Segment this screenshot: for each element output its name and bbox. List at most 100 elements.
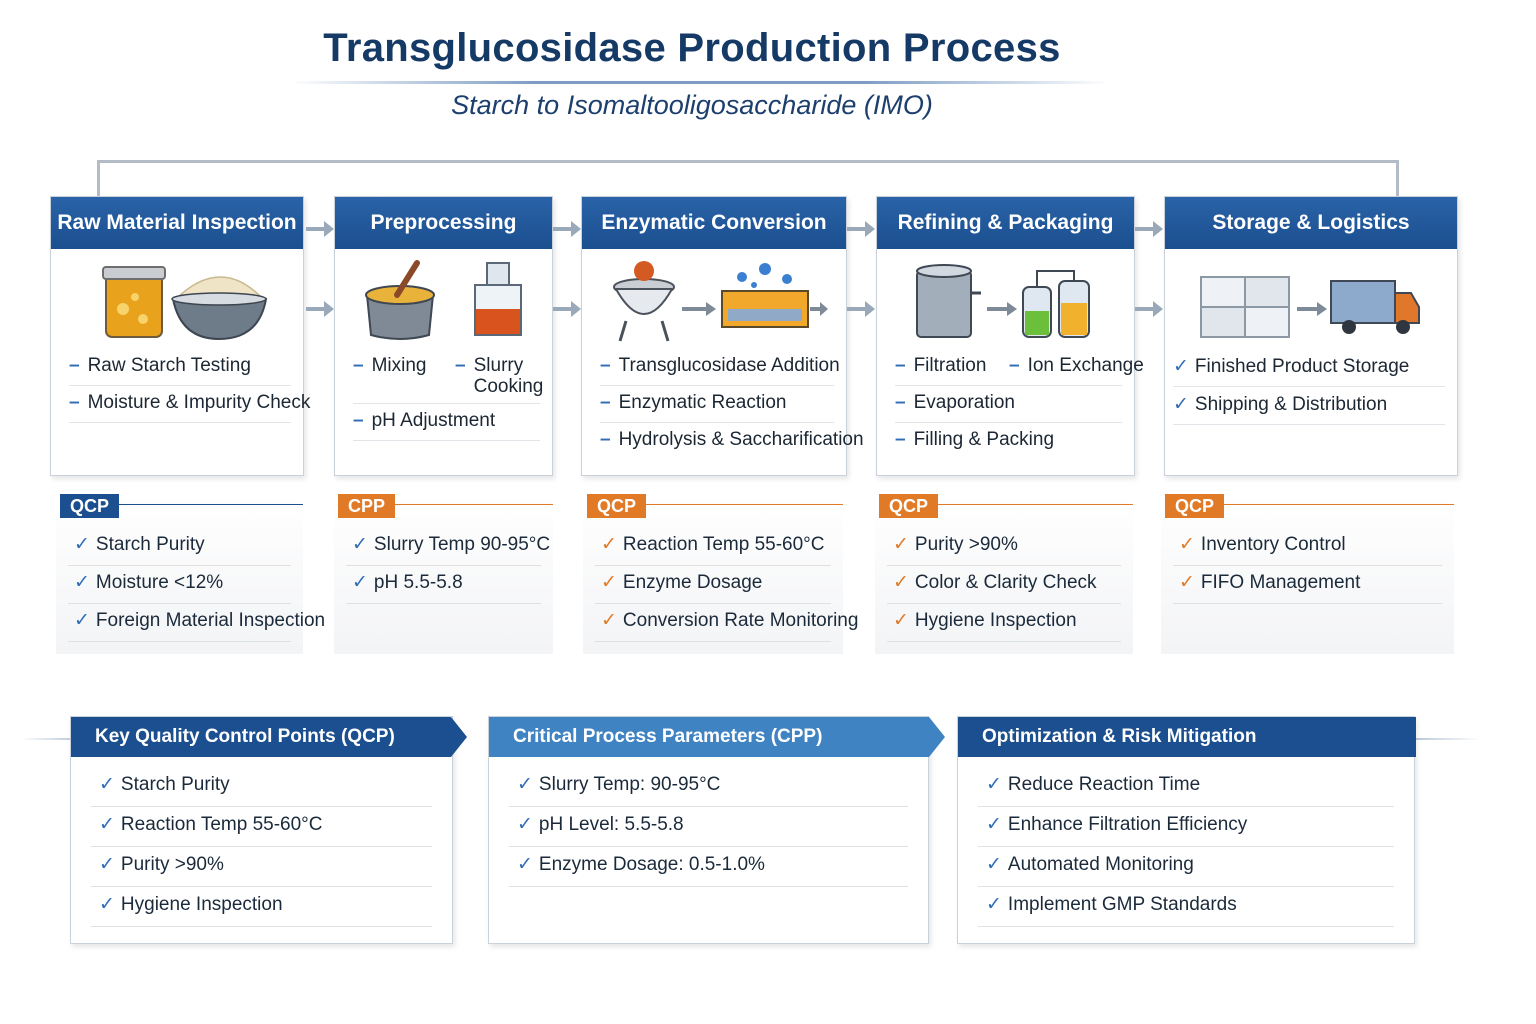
panel-title: Critical Process Parameters (CPP) <box>489 717 945 757</box>
boxes-icon <box>1200 276 1290 338</box>
arrow-right-icon <box>553 221 581 237</box>
starch-bowl-icon <box>171 276 268 341</box>
arrow-right-icon <box>1135 221 1163 237</box>
cpp-badge: CPP <box>338 494 396 518</box>
control-item: ✓Enzyme Dosage <box>595 566 831 604</box>
check-icon: ✓ <box>601 534 617 555</box>
check-icon: ✓ <box>986 854 1002 875</box>
check-icon: ✓ <box>986 894 1002 915</box>
panel-item: ✓Starch Purity <box>91 767 432 807</box>
control-box-enzymatic: QCP ✓Reaction Temp 55-60°C ✓Enzyme Dosag… <box>583 494 858 654</box>
jar-icon <box>102 266 166 338</box>
dash-icon: – <box>600 429 611 450</box>
arrow-right-icon <box>847 221 875 237</box>
step-item: –Filtration –Ion Exchange <box>895 349 1144 386</box>
stage-title: Raw Material Inspection <box>51 197 303 249</box>
panel-items: ✓Starch Purity ✓Reaction Temp 55-60°C ✓P… <box>91 767 432 927</box>
truck-icon <box>1330 280 1420 334</box>
stage-steps: –Raw Starch Testing –Moisture & Impurity… <box>69 349 310 423</box>
check-icon: ✓ <box>1173 394 1189 415</box>
dash-icon: – <box>353 355 364 376</box>
check-icon: ✓ <box>517 774 533 795</box>
check-icon: ✓ <box>74 534 90 555</box>
panel-item: ✓Automated Monitoring <box>978 847 1394 887</box>
step-item: –Filling & Packing <box>895 429 1055 450</box>
reactor-icon <box>613 261 675 342</box>
control-box-storage: QCP ✓Inventory Control ✓FIFO Management <box>1161 494 1454 654</box>
control-item: ✓FIFO Management <box>1173 566 1442 604</box>
control-item: ✓pH 5.5-5.8 <box>346 566 541 604</box>
panel-title: Key Quality Control Points (QCP) <box>71 717 467 757</box>
control-item: ✓Purity >90% <box>887 528 1121 566</box>
check-icon: ✓ <box>99 894 115 915</box>
dash-icon: – <box>600 355 611 376</box>
check-icon: ✓ <box>352 534 368 555</box>
stage-icons <box>335 259 552 349</box>
stage-icons <box>877 259 1134 349</box>
control-divider <box>643 504 843 505</box>
check-icon: ✓ <box>74 610 90 631</box>
stage-steps: –Mixing –Slurry Cooking –pH Adjustment <box>353 349 544 441</box>
check-icon: ✓ <box>517 854 533 875</box>
panel-item: ✓Purity >90% <box>91 847 432 887</box>
dash-icon: – <box>69 355 80 376</box>
dash-icon: – <box>600 392 611 413</box>
panel-item: ✓Implement GMP Standards <box>978 887 1394 927</box>
step-item: –Hydrolysis & Saccharification <box>600 429 864 450</box>
panel-item: ✓Reaction Temp 55-60°C <box>91 807 432 847</box>
stage-steps: –Transglucosidase Addition –Enzymatic Re… <box>600 349 864 459</box>
check-icon: ✓ <box>74 572 90 593</box>
panel-cpp-summary: Critical Process Parameters (CPP) ✓Slurr… <box>488 716 945 944</box>
dash-icon: – <box>1009 355 1020 376</box>
step-item: –Raw Starch Testing <box>69 349 291 386</box>
control-divider <box>1221 504 1454 505</box>
enzyme-tank-icon <box>721 263 809 328</box>
panel-title: Optimization & Risk Mitigation <box>958 717 1416 757</box>
arrow-right-icon <box>1135 301 1163 317</box>
dash-icon: – <box>895 392 906 413</box>
title-divider <box>290 81 1110 84</box>
check-icon: ✓ <box>893 534 909 555</box>
control-item: ✓Hygiene Inspection <box>887 604 1121 642</box>
control-box-raw-material: QCP ✓Starch Purity ✓Moisture <12% ✓Forei… <box>56 494 325 654</box>
control-items: ✓Reaction Temp 55-60°C ✓Enzyme Dosage ✓C… <box>595 528 858 642</box>
arrow-right-icon <box>847 301 875 317</box>
stage-title: Storage & Logistics <box>1165 197 1457 249</box>
control-item: ✓Foreign Material Inspection <box>68 604 325 642</box>
panel-rule <box>20 738 80 740</box>
stage-card-enzymatic: Enzymatic Conversion –Transglucosidase A… <box>581 196 864 476</box>
control-item: ✓Conversion Rate Monitoring <box>595 604 858 642</box>
stage-card-refining: Refining & Packaging –Filtration –Ion Ex… <box>876 196 1144 476</box>
control-divider <box>935 504 1133 505</box>
step-item: –Moisture & Impurity Check <box>69 386 310 423</box>
check-icon: ✓ <box>893 572 909 593</box>
control-items: ✓Purity >90% ✓Color & Clarity Check ✓Hyg… <box>887 528 1121 642</box>
panel-rule <box>1410 738 1480 740</box>
panel-qcp-summary: Key Quality Control Points (QCP) ✓Starch… <box>70 716 467 944</box>
control-items: ✓Inventory Control ✓FIFO Management <box>1173 528 1442 604</box>
step-item: –Transglucosidase Addition <box>600 349 840 386</box>
check-icon: ✓ <box>1179 572 1195 593</box>
control-divider <box>394 504 553 505</box>
stage-card-storage: Storage & Logistics ✓Finished Product St… <box>1164 196 1458 476</box>
control-item: ✓Reaction Temp 55-60°C <box>595 528 831 566</box>
control-items: ✓Slurry Temp 90-95°C ✓pH 5.5-5.8 <box>346 528 550 604</box>
panel-item: ✓Slurry Temp: 90-95°C <box>509 767 908 807</box>
arrow-right-icon <box>553 301 581 317</box>
control-item: ✓Moisture <12% <box>68 566 291 604</box>
step-item: ✓Shipping & Distribution <box>1173 387 1445 425</box>
stage-card-raw-material: Raw Material Inspection –Raw Starch Test… <box>50 196 310 476</box>
check-icon: ✓ <box>601 572 617 593</box>
mixing-pot-icon <box>365 260 435 340</box>
panel-item: ✓Enhance Filtration Efficiency <box>978 807 1394 847</box>
arrow-right-icon <box>306 301 334 317</box>
step-item: –Mixing –Slurry Cooking <box>353 355 544 397</box>
control-item: ✓Slurry Temp 90-95°C <box>346 528 550 566</box>
stage-card-preprocessing: Preprocessing –Mixing –Slurry Cooking –p… <box>334 196 553 476</box>
control-box-preprocessing: CPP ✓Slurry Temp 90-95°C ✓pH 5.5-5.8 <box>334 494 553 654</box>
diagram-title: Transglucosidase Production Process <box>323 26 1061 70</box>
stage-steps: ✓Finished Product Storage ✓Shipping & Di… <box>1173 349 1445 425</box>
control-box-refining: QCP ✓Purity >90% ✓Color & Clarity Check … <box>875 494 1133 654</box>
check-icon: ✓ <box>517 814 533 835</box>
dash-icon: – <box>895 429 906 450</box>
